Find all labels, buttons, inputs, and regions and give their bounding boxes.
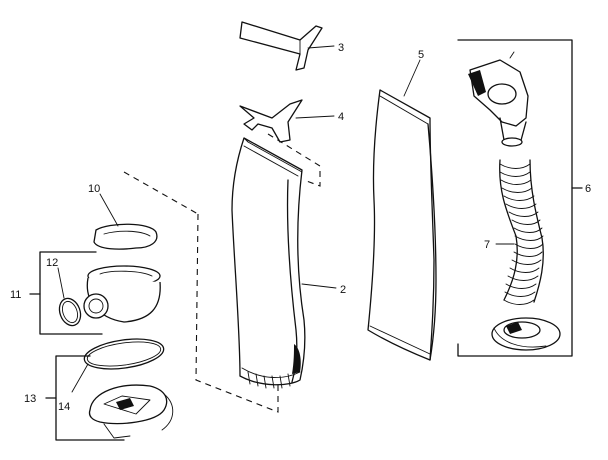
- part-10-seal: [93, 193, 158, 250]
- part-7-flexible-hose: [495, 159, 544, 305]
- callout-10: 10: [88, 183, 100, 195]
- part-6-bracket: [457, 39, 583, 357]
- callout-11: 11: [10, 289, 21, 301]
- callout-3: 3: [338, 42, 344, 54]
- callout-6: 6: [585, 183, 591, 195]
- assembly-guide-dashed: [123, 171, 279, 413]
- callout-12: 12: [46, 257, 58, 269]
- callout-4: 4: [338, 111, 344, 123]
- part-11-bracket: [29, 251, 103, 335]
- callout-7: 7: [484, 239, 490, 251]
- callout-5: 5: [418, 49, 424, 61]
- part-6-hose-top-fitting: [468, 51, 529, 147]
- callout-13: 13: [24, 393, 36, 405]
- part-4-collar: [239, 99, 335, 187]
- part-5-inner-bag: [367, 59, 437, 361]
- part-13-base-plate: [88, 384, 174, 439]
- callout-14: 14: [58, 401, 70, 413]
- part-13-bracket: [45, 355, 125, 441]
- part-14-gasket: [71, 338, 165, 393]
- part-11-motor-housing: [83, 265, 161, 323]
- part-12-o-ring: [57, 267, 82, 327]
- part-6-hose-base: [491, 317, 561, 351]
- part-2-outer-bag: [231, 137, 337, 389]
- part-3-bag-clip: [239, 21, 335, 71]
- callout-2: 2: [340, 284, 346, 296]
